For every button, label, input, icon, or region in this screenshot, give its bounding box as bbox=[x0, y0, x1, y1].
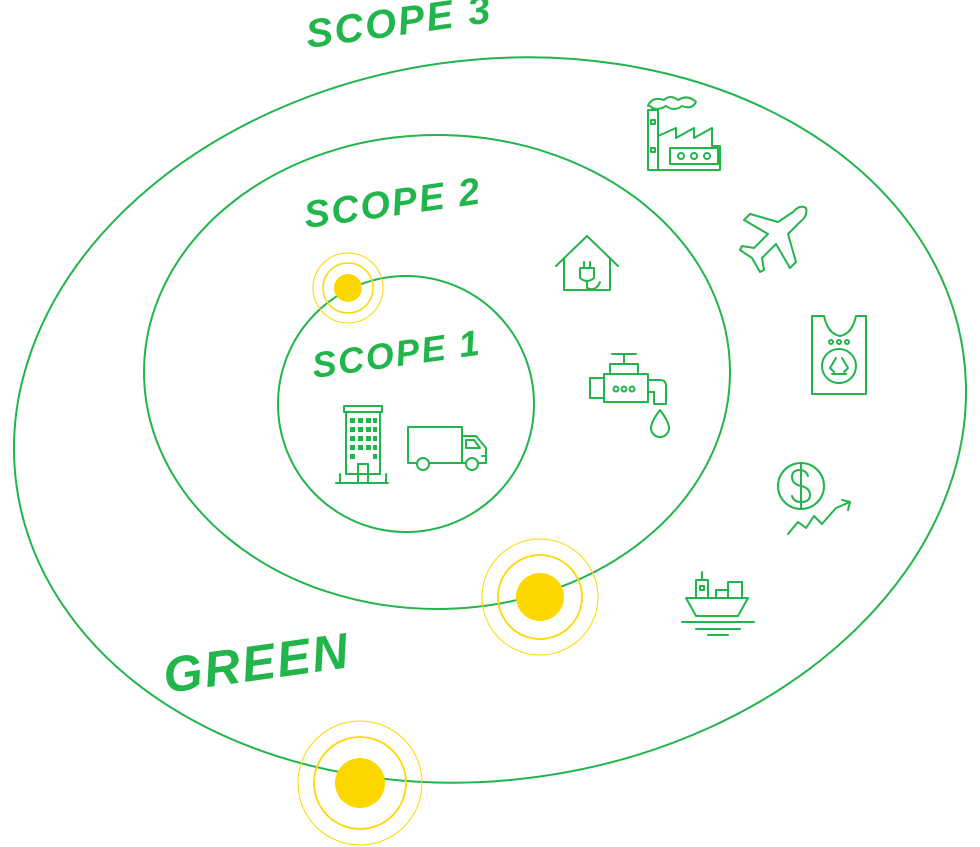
house-plug-icon bbox=[555, 235, 619, 291]
scope3-label: SCOPE 3 bbox=[303, 0, 495, 57]
recycle-bag-icon bbox=[811, 315, 867, 395]
scope1-ring bbox=[277, 275, 535, 533]
dot-large bbox=[297, 720, 423, 846]
office-building-icon bbox=[335, 405, 389, 484]
delivery-truck-icon bbox=[407, 426, 487, 471]
dot-medium bbox=[481, 538, 599, 656]
airplane-icon bbox=[739, 205, 808, 273]
factory-icon bbox=[647, 96, 721, 171]
cargo-ship-icon bbox=[681, 571, 755, 636]
scope1-label: SCOPE 1 bbox=[309, 322, 483, 386]
water-faucet-icon bbox=[589, 353, 670, 438]
scope2-label: SCOPE 2 bbox=[301, 170, 484, 236]
brand-label: GREEN bbox=[160, 622, 354, 704]
scope2-ring bbox=[143, 134, 731, 610]
dot-small bbox=[312, 252, 384, 324]
investment-growth-icon bbox=[777, 462, 851, 535]
